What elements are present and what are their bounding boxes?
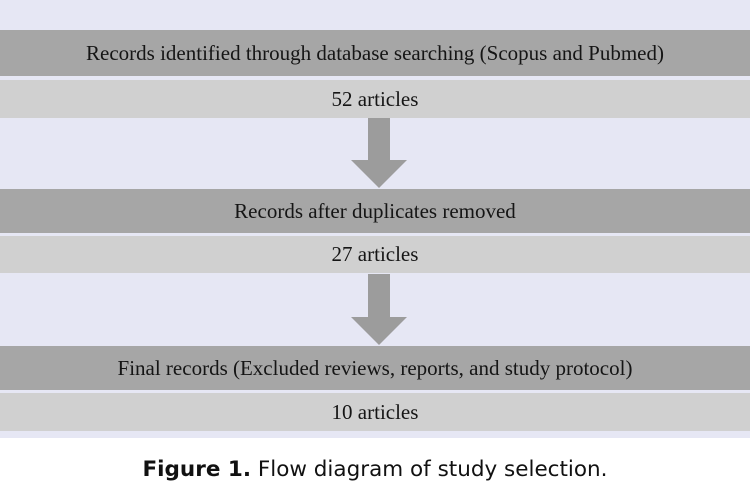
step-3-count: 10 articles — [331, 399, 419, 424]
step-2-title: Records after duplicates removed — [234, 198, 516, 223]
flow-diagram-panel: Records identified through database sear… — [0, 0, 750, 438]
step-3-title: Final records (Excluded reviews, reports… — [117, 355, 633, 380]
figure-caption-label: Figure 1. — [142, 457, 252, 482]
down-arrow-shape — [351, 118, 407, 188]
down-arrow-icon — [351, 118, 407, 188]
step-2-count-band: 27 articles — [0, 236, 750, 273]
step-2-title-band: Records after duplicates removed — [0, 189, 750, 233]
step-1-count: 52 articles — [331, 86, 419, 111]
down-arrow-shape — [351, 274, 407, 345]
figure-caption-text: Flow diagram of study selection. — [257, 457, 608, 482]
step-1-title-band: Records identified through database sear… — [0, 30, 750, 76]
step-1-title: Records identified through database sear… — [86, 40, 664, 65]
down-arrow-icon — [351, 274, 407, 345]
figure-caption: Figure 1. Flow diagram of study selectio… — [0, 450, 750, 490]
step-3-title-band: Final records (Excluded reviews, reports… — [0, 346, 750, 390]
step-1-count-band: 52 articles — [0, 80, 750, 118]
step-2-count: 27 articles — [331, 242, 419, 266]
step-3-count-band: 10 articles — [0, 393, 750, 431]
